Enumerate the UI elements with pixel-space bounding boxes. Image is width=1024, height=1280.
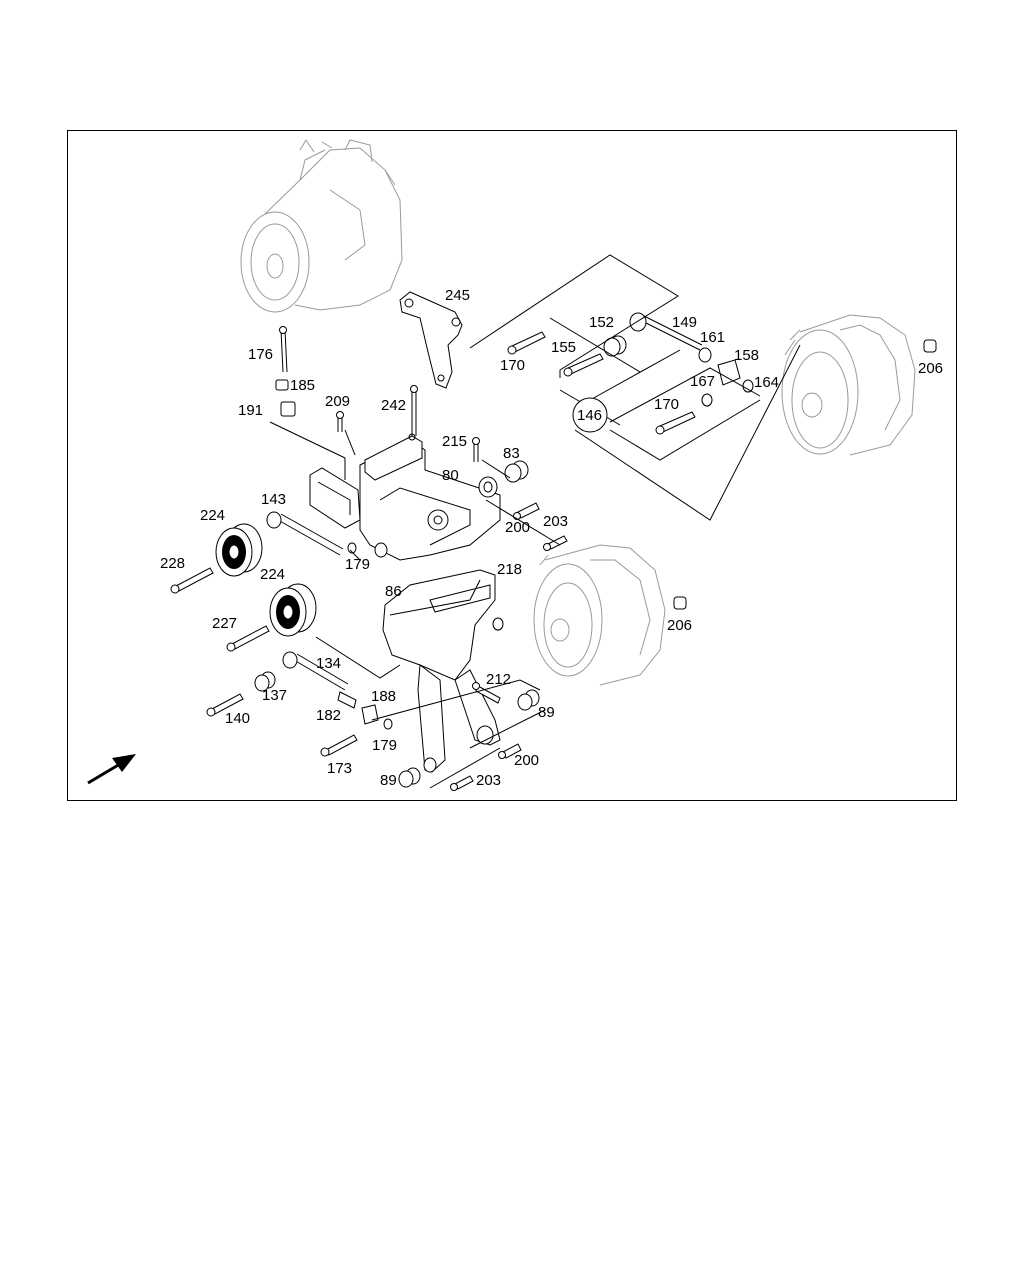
callout-224-lower: 224 [260,566,286,583]
callout-140: 140 [225,710,251,727]
callout-176: 176 [248,346,274,363]
callout-182: 182 [316,707,342,724]
bracket-86 [382,569,501,773]
leader-lines [269,254,801,789]
callout-218: 218 [497,561,523,578]
fasteners [170,312,937,791]
callout-245: 245 [445,287,471,304]
callout-173: 173 [327,760,353,777]
arrow-up-right-icon [87,754,136,785]
callout-203-lower: 203 [476,772,502,789]
callout-224-upper: 224 [200,507,226,524]
callout-149: 149 [672,314,698,331]
callout-167: 167 [690,373,716,390]
callout-200-lower: 200 [514,752,540,769]
callout-212: 212 [486,671,512,688]
callout-215: 215 [442,433,468,450]
bracket-80 [309,433,501,561]
alternator-right-ghost [781,314,916,456]
callout-227: 227 [212,615,238,632]
compressor-ghost [240,139,403,313]
callout-188: 188 [371,688,397,705]
callout-191: 191 [238,402,264,419]
callout-89-lower: 89 [380,772,397,789]
callout-209: 209 [325,393,351,410]
callout-203-upper: 203 [543,513,569,530]
callout-170-upper: 170 [500,357,526,374]
callout-242: 242 [381,397,407,414]
idler-pulley-224-upper [215,523,263,577]
callout-179-lower: 179 [372,737,398,754]
callout-170-lower: 170 [654,396,680,413]
callout-137: 137 [262,687,288,704]
callout-161: 161 [700,329,726,346]
callout-152: 152 [589,314,615,331]
callout-158: 158 [734,347,760,364]
callout-143: 143 [261,491,287,508]
callout-146: 146 [577,407,603,424]
callout-228: 228 [160,555,186,572]
callout-185: 185 [290,377,316,394]
callout-179-upper: 179 [345,556,371,573]
bracket-245 [399,291,463,389]
idler-pulley-224-lower [269,583,317,637]
callout-80: 80 [442,467,459,484]
callout-83: 83 [503,445,520,462]
callout-155: 155 [551,339,577,356]
callout-86: 86 [385,583,402,600]
callout-200-upper: 200 [505,519,531,536]
callout-206-upper: 206 [918,360,944,377]
callout-134: 134 [316,655,342,672]
alternator-lower-ghost [533,544,666,686]
diagram-frame [67,130,957,801]
callout-206-lower: 206 [667,617,693,634]
callout-164: 164 [754,374,780,391]
callout-89-upper: 89 [538,704,555,721]
callout-ring-146 [572,397,608,433]
